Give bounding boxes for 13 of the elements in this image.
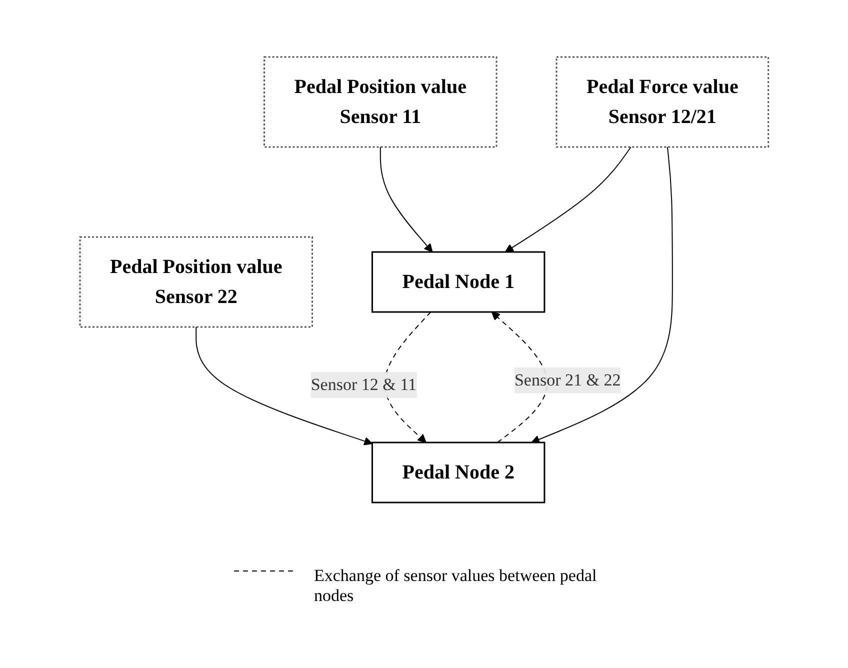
arrow [384,312,432,444]
node-box: Pedal Force value Sensor 12/21 [556,56,769,148]
node-box: Pedal Node 1 [371,252,546,313]
node-box: Pedal Node 2 [371,442,546,504]
edge-label: Sensor 21 & 22 [514,370,621,390]
arrow [530,146,673,444]
node-box: Pedal Position value Sensor 22 [79,236,313,328]
edge-label: Sensor 12 & 11 [310,375,416,394]
legend-text: Exchange of sensor values between pedal nodes [314,566,598,606]
arrow [195,326,372,446]
arrow [504,146,632,253]
arrow [380,146,433,253]
node-box: Pedal Position value Sensor 11 [263,56,498,148]
